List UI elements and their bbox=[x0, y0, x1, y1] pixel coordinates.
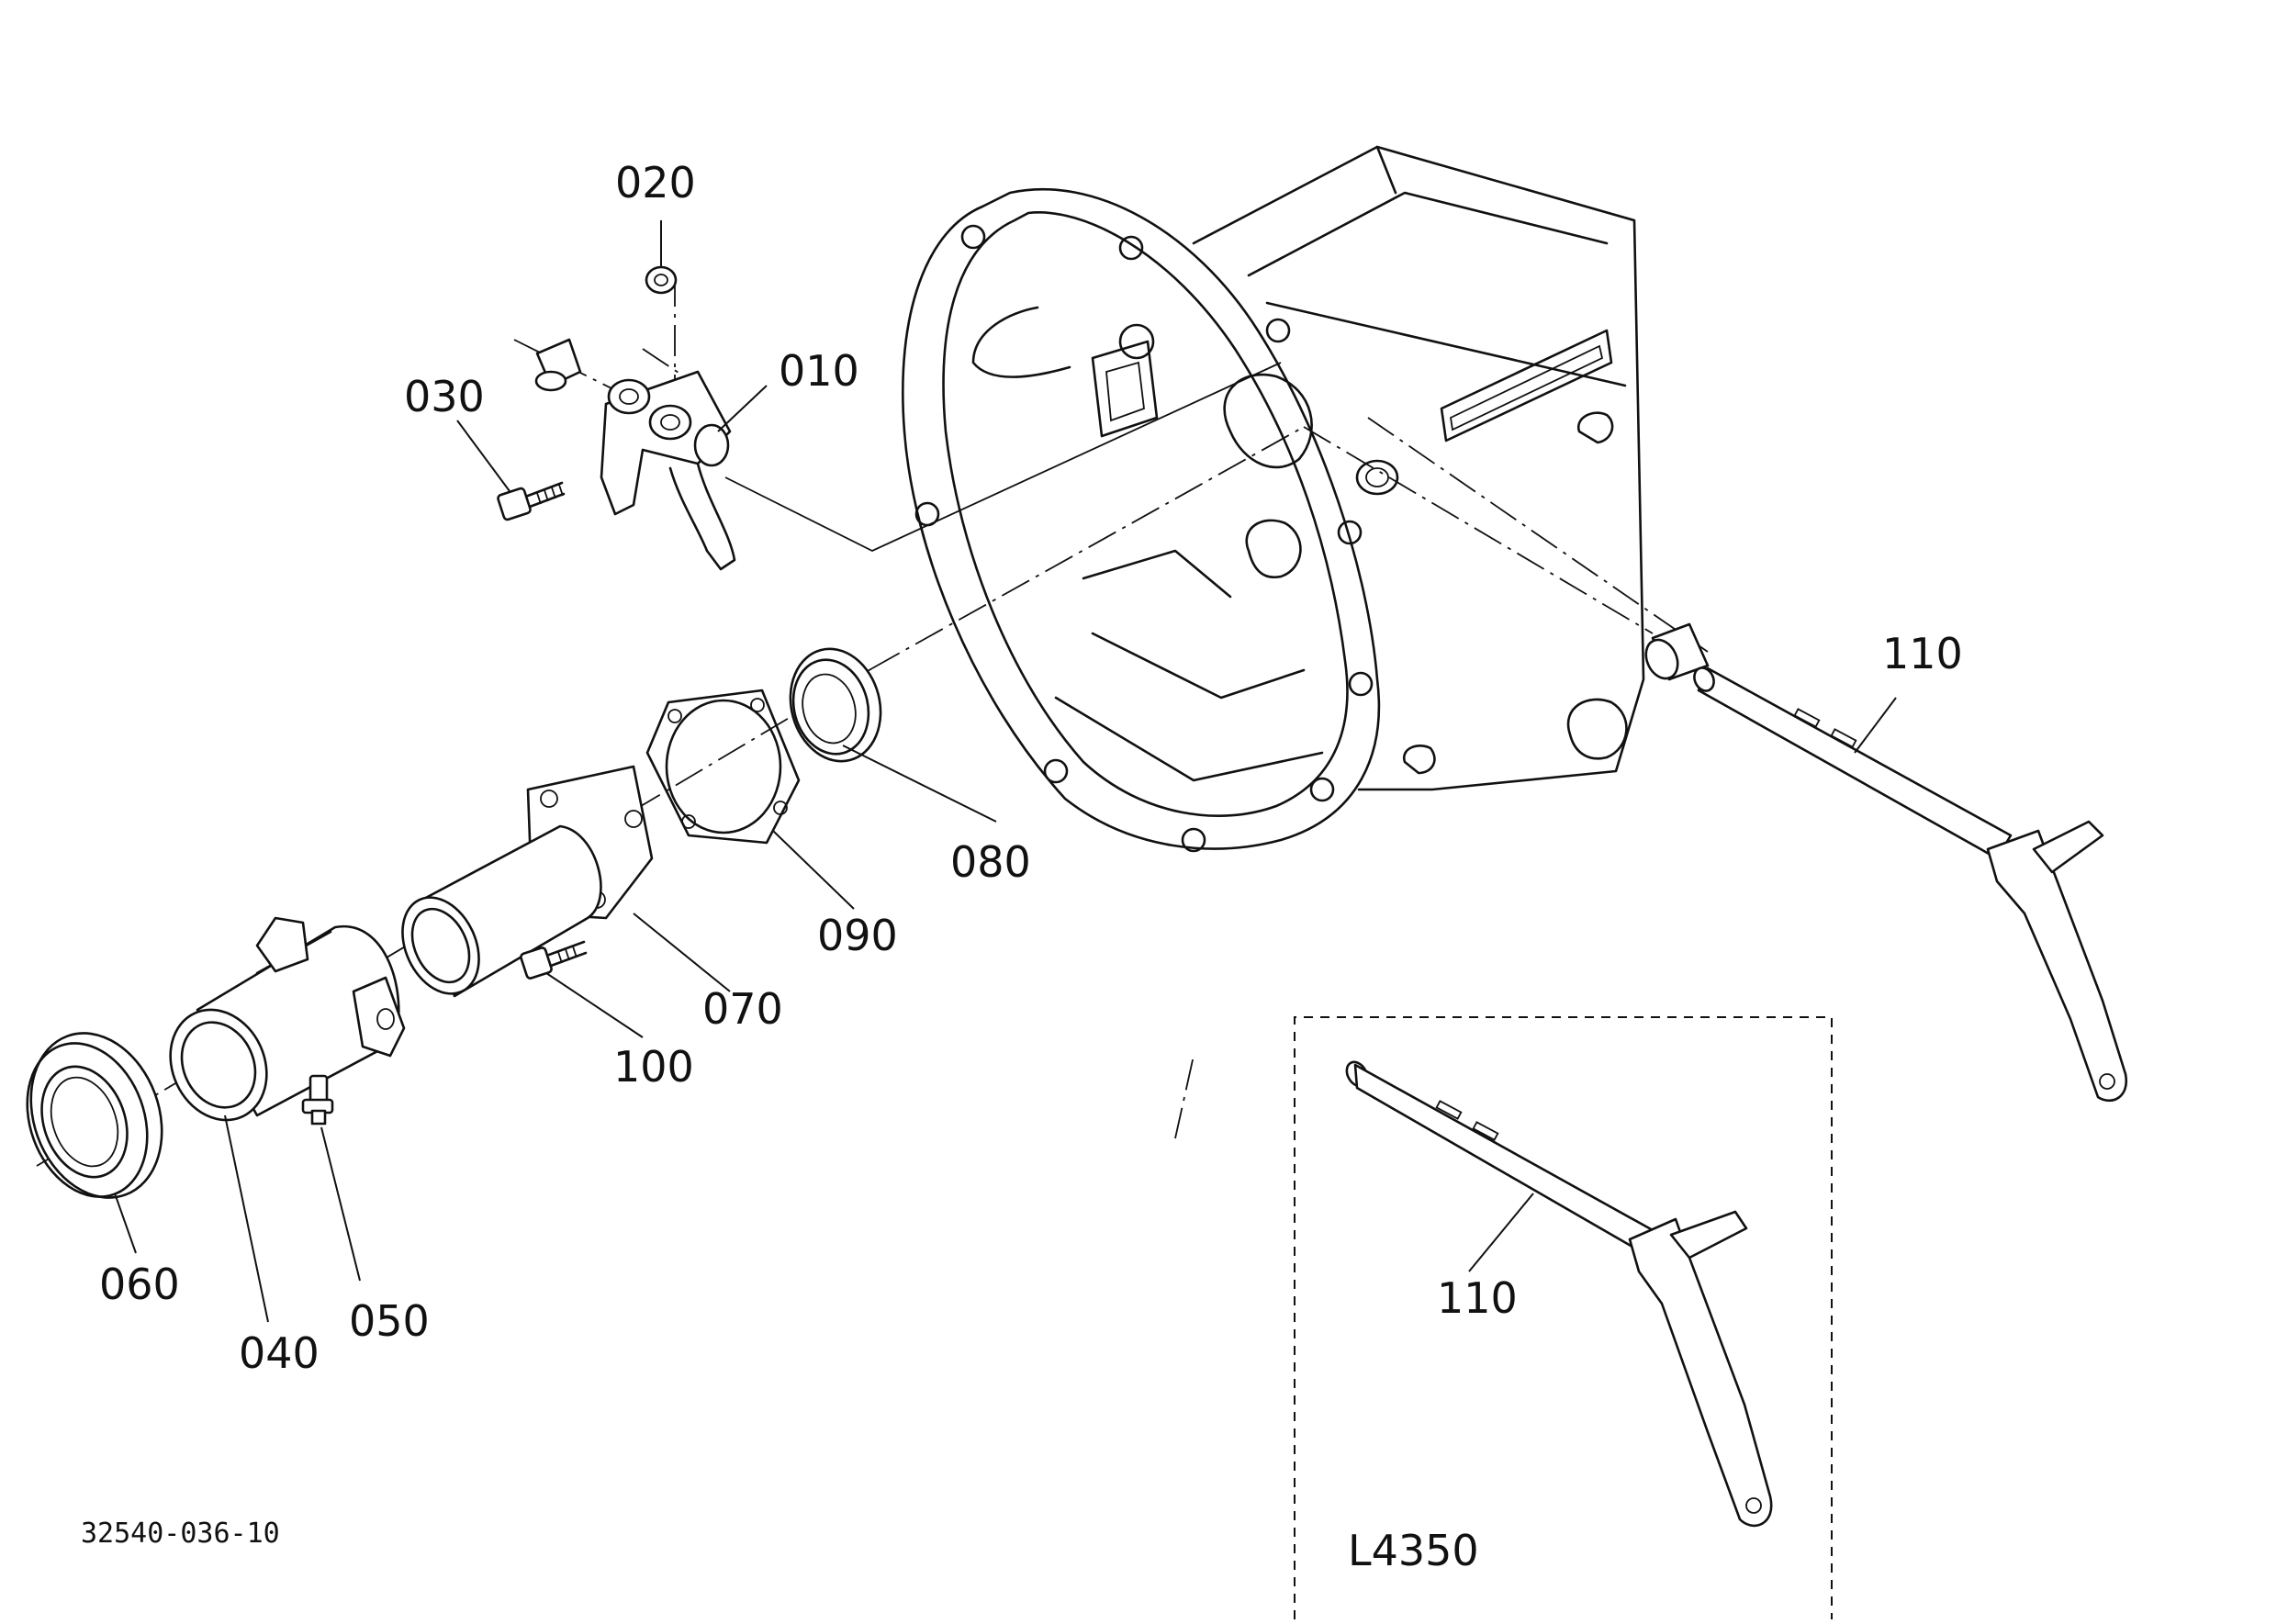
callout-020: 020 bbox=[615, 158, 696, 207]
inset-model-label: L4350 bbox=[1348, 1526, 1479, 1575]
gasket-part bbox=[645, 689, 801, 845]
clutch-housing bbox=[902, 145, 1645, 853]
callout-030: 030 bbox=[404, 372, 485, 421]
bolt-part-030 bbox=[497, 481, 566, 521]
bolt-part-100 bbox=[520, 940, 588, 980]
release-shaft-part bbox=[1644, 622, 2128, 1103]
callout-090: 090 bbox=[817, 911, 898, 960]
callout-labels: 020 010 030 080 090 070 100 060 040 050 … bbox=[99, 158, 1963, 1378]
callout-050: 050 bbox=[349, 1296, 430, 1346]
callout-110-main: 110 bbox=[1882, 629, 1963, 678]
nut-part bbox=[645, 265, 678, 295]
guide-sleeve-part bbox=[401, 765, 654, 998]
release-bearing-part bbox=[26, 1032, 163, 1199]
callout-010: 010 bbox=[779, 346, 859, 396]
shift-fork-part bbox=[534, 338, 736, 571]
callout-060: 060 bbox=[99, 1260, 180, 1309]
grease-nipple-part bbox=[301, 1074, 334, 1126]
callout-110-inset: 110 bbox=[1437, 1273, 1518, 1323]
oil-seal-part bbox=[789, 647, 882, 763]
callout-070: 070 bbox=[702, 984, 783, 1034]
release-hub-part bbox=[169, 916, 406, 1122]
leader-lines bbox=[114, 220, 1897, 1323]
callout-080: 080 bbox=[950, 837, 1031, 887]
callout-100: 100 bbox=[613, 1042, 694, 1092]
variant-inset bbox=[1294, 1016, 1833, 1619]
release-shaft-variant bbox=[1345, 1060, 1773, 1528]
drawing-number: 32540-036-10 bbox=[81, 1518, 280, 1550]
callout-040: 040 bbox=[239, 1328, 320, 1378]
